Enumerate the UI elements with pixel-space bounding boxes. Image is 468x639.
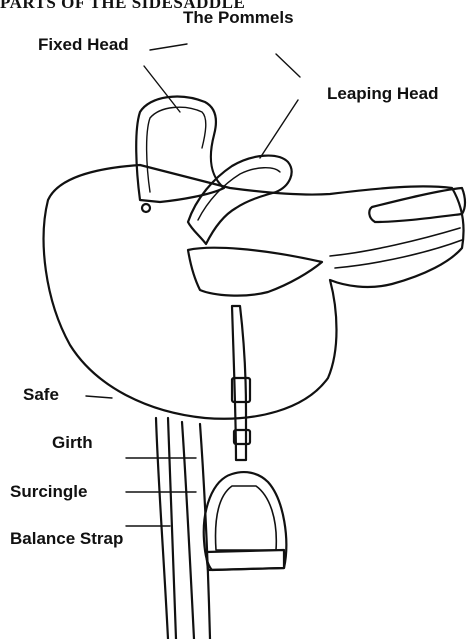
label-surcingle: Surcingle <box>10 483 87 500</box>
flap-top <box>188 248 322 296</box>
strap-balance <box>156 418 168 639</box>
stirrup-tread <box>206 550 284 570</box>
stirrup-iron-inner <box>216 486 277 550</box>
label-pommels: The Pommels <box>183 9 294 26</box>
strap-girth <box>168 418 176 639</box>
strap-surcingle <box>200 424 210 639</box>
label-leaping-head: Leaping Head <box>327 85 438 102</box>
label-girth: Girth <box>52 434 93 451</box>
saddle-panel <box>44 165 464 419</box>
label-balance-strap: Balance Strap <box>10 530 123 547</box>
strap-girth-b <box>182 422 194 639</box>
label-safe: Safe <box>23 386 59 403</box>
cantle <box>369 188 465 222</box>
seat-line <box>330 228 460 256</box>
leader-lines <box>86 44 300 526</box>
saddle-ring <box>142 204 150 212</box>
label-fixed-head: Fixed Head <box>38 36 129 53</box>
